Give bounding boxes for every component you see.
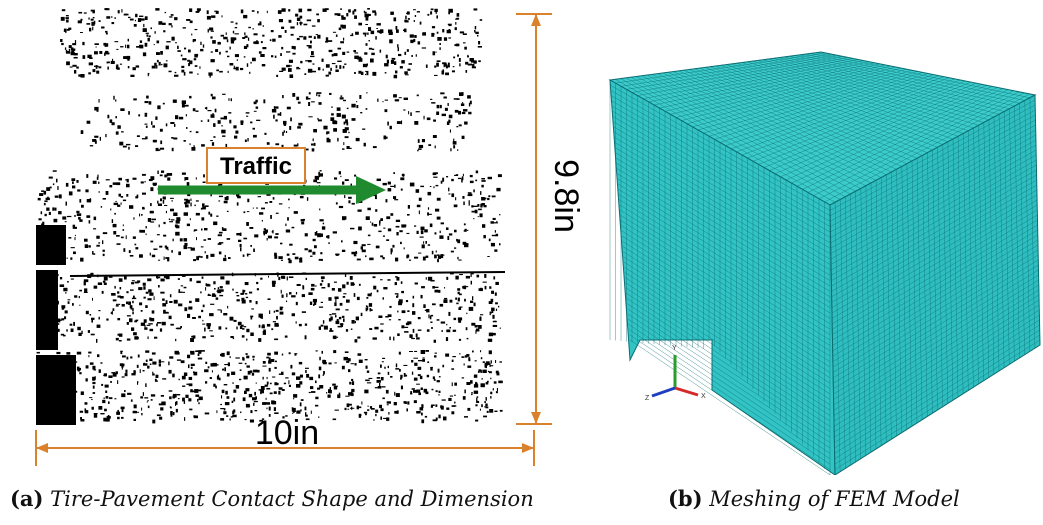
z-axis xyxy=(651,386,676,398)
width-arrowhead-right xyxy=(522,443,534,453)
contact-shape-figure: Traffic 10in 9.8in xyxy=(35,8,585,466)
traffic-label: Traffic xyxy=(220,153,292,180)
caption-a-text: Tire-Pavement Contact Shape and Dimensio… xyxy=(50,487,534,511)
caption-a-tag: (a) xyxy=(10,486,44,511)
width-arrowhead-left xyxy=(36,443,48,453)
axis-triad: Y X Z xyxy=(645,345,706,402)
caption-b: (b) Meshing of FEM Model xyxy=(668,486,960,511)
x-axis-label: X xyxy=(701,393,706,400)
tire-contact-pattern xyxy=(36,8,506,425)
width-label: 10in xyxy=(255,414,319,452)
mesh-cube xyxy=(608,51,1041,475)
z-axis-label: Z xyxy=(645,395,650,402)
caption-b-text: Meshing of FEM Model xyxy=(709,487,960,511)
y-axis-label: Y xyxy=(672,345,677,352)
mesh-grid-lines xyxy=(609,51,1041,475)
height-arrowhead-top xyxy=(531,14,541,26)
fem-mesh-figure: Y X Z xyxy=(608,51,1041,475)
traffic-label-box xyxy=(206,147,306,184)
height-arrowhead-bottom xyxy=(531,412,541,424)
x-axis xyxy=(674,386,699,397)
caption-b-tag: (b) xyxy=(668,486,703,511)
height-label: 9.8in xyxy=(547,159,585,233)
traffic-arrow-head xyxy=(356,176,386,204)
caption-a: (a) Tire-Pavement Contact Shape and Dime… xyxy=(10,486,534,511)
